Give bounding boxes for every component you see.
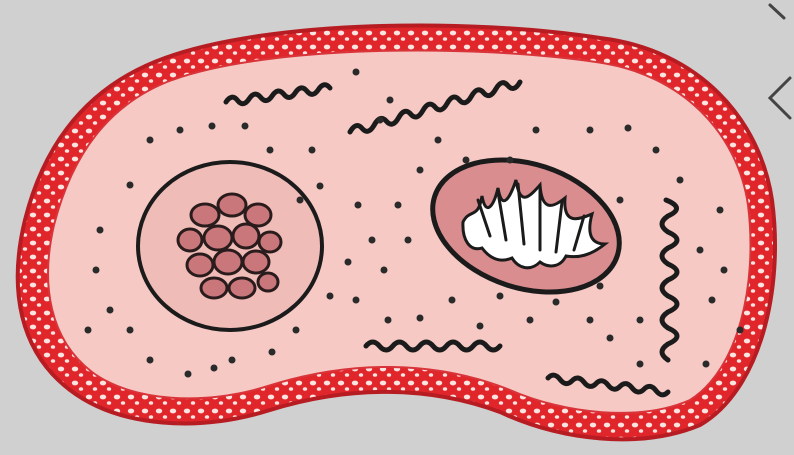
ribosome-dot-icon bbox=[637, 317, 644, 324]
ribosome-dot-icon bbox=[395, 202, 402, 209]
ribosome-dot-icon bbox=[381, 267, 388, 274]
ribosome-dot-icon bbox=[653, 147, 660, 154]
ribosome-dot-icon bbox=[717, 207, 724, 214]
ribosome-dot-icon bbox=[107, 307, 114, 314]
ribosome-dot-icon bbox=[369, 237, 376, 244]
ribosome-dot-icon bbox=[209, 123, 216, 130]
ribosome-dot-icon bbox=[737, 327, 744, 334]
ribosome-dot-icon bbox=[297, 197, 304, 204]
ribosome-dot-icon bbox=[477, 323, 484, 330]
chromatin-icon bbox=[259, 232, 281, 252]
ribosome-dot-icon bbox=[147, 137, 154, 144]
ribosome-dot-icon bbox=[709, 297, 716, 304]
chromatin-icon bbox=[245, 204, 271, 226]
ribosome-dot-icon bbox=[353, 69, 360, 76]
ribosome-dot-icon bbox=[293, 327, 300, 334]
ribosome-dot-icon bbox=[417, 167, 424, 174]
nucleus-icon bbox=[138, 162, 322, 330]
ribosome-dot-icon bbox=[242, 123, 249, 130]
ribosome-dot-icon bbox=[177, 127, 184, 134]
ribosome-dot-icon bbox=[587, 317, 594, 324]
ribosome-dot-icon bbox=[127, 182, 134, 189]
corner-mark-icon bbox=[770, 5, 790, 118]
ribosome-dot-icon bbox=[527, 317, 534, 324]
ribosome-dot-icon bbox=[309, 147, 316, 154]
ribosome-dot-icon bbox=[417, 315, 424, 322]
ribosome-dot-icon bbox=[185, 371, 192, 378]
chromatin-icon bbox=[243, 251, 269, 273]
ribosome-dot-icon bbox=[147, 357, 154, 364]
ribosome-dot-icon bbox=[355, 202, 362, 209]
ribosome-dot-icon bbox=[587, 127, 594, 134]
ribosome-dot-icon bbox=[269, 349, 276, 356]
ribosome-dot-icon bbox=[327, 293, 334, 300]
ribosome-dot-icon bbox=[353, 297, 360, 304]
ribosome-dot-icon bbox=[405, 237, 412, 244]
ribosome-dot-icon bbox=[507, 157, 514, 164]
chromatin-icon bbox=[201, 278, 227, 298]
ribosome-dot-icon bbox=[497, 293, 504, 300]
chromatin-icon bbox=[258, 273, 278, 291]
chromatin-icon bbox=[178, 229, 202, 251]
ribosome-dot-icon bbox=[677, 177, 684, 184]
ribosome-dot-icon bbox=[617, 197, 624, 204]
ribosome-dot-icon bbox=[97, 227, 104, 234]
ribosome-dot-icon bbox=[703, 361, 710, 368]
ribosome-dot-icon bbox=[317, 183, 324, 190]
ribosome-dot-icon bbox=[449, 297, 456, 304]
ribosome-dot-icon bbox=[597, 283, 604, 290]
chromatin-icon bbox=[218, 194, 246, 216]
chromatin-icon bbox=[191, 204, 219, 226]
ribosome-dot-icon bbox=[697, 247, 704, 254]
chromatin-icon bbox=[187, 254, 213, 276]
chromatin-icon bbox=[204, 226, 232, 250]
ribosome-dot-icon bbox=[385, 317, 392, 324]
ribosome-dot-icon bbox=[377, 117, 384, 124]
ribosome-dot-icon bbox=[229, 357, 236, 364]
chromatin-icon bbox=[229, 278, 255, 298]
ribosome-dot-icon bbox=[533, 127, 540, 134]
ribosome-dot-icon bbox=[93, 267, 100, 274]
ribosome-dot-icon bbox=[211, 365, 218, 372]
ribosome-dot-icon bbox=[553, 299, 560, 306]
ribosome-dot-icon bbox=[637, 361, 644, 368]
ribosome-dot-icon bbox=[607, 335, 614, 342]
chromatin-icon bbox=[214, 250, 242, 274]
ribosome-dot-icon bbox=[127, 327, 134, 334]
chromatin-icon bbox=[233, 224, 259, 248]
ribosome-dot-icon bbox=[345, 259, 352, 266]
ribosome-dot-icon bbox=[625, 125, 632, 132]
ribosome-dot-icon bbox=[267, 147, 274, 154]
ribosome-dot-icon bbox=[463, 157, 470, 164]
ribosome-dot-icon bbox=[85, 327, 92, 334]
ribosome-dot-icon bbox=[721, 267, 728, 274]
ribosome-dot-icon bbox=[387, 97, 394, 104]
ribosome-dot-icon bbox=[435, 137, 442, 144]
